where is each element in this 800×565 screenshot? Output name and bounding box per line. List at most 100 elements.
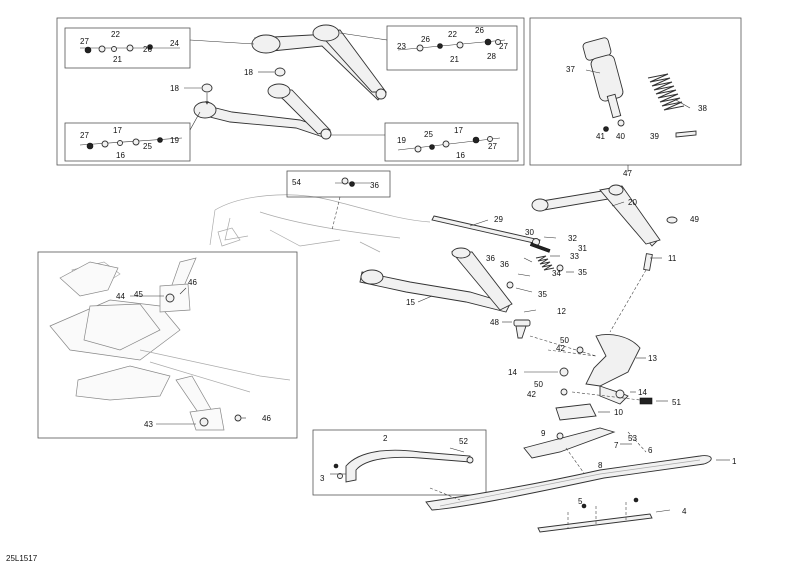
callout: 4 (682, 507, 687, 516)
callout: 10 (614, 408, 623, 417)
callout: 17 (454, 126, 463, 135)
callout: 40 (616, 132, 625, 141)
callout: 42 (556, 344, 565, 353)
callout: 21 (450, 55, 459, 64)
callout: 2 (383, 434, 388, 443)
callout: 45 (134, 290, 143, 299)
callout: 35 (538, 290, 547, 299)
callout: 43 (144, 420, 153, 429)
callout: 18 (170, 84, 179, 93)
callout: 51 (672, 398, 681, 407)
inset-upper-right (386, 25, 518, 71)
callout: 18 (244, 68, 253, 77)
spindle (524, 334, 668, 405)
lower-a-arm (193, 83, 332, 140)
callout: 28 (487, 52, 496, 61)
callout: 41 (596, 132, 605, 141)
inset-lower-left (64, 122, 191, 162)
callout: 16 (116, 151, 125, 160)
callout: 36 (500, 260, 509, 269)
ski (425, 455, 712, 511)
callout: 54 (292, 178, 301, 187)
ski-handle (523, 427, 616, 459)
callout: 50 (560, 336, 569, 345)
callout: 49 (690, 215, 699, 224)
callout: 8 (598, 461, 603, 470)
callout: 52 (459, 437, 468, 446)
callout: 20 (628, 198, 637, 207)
callout: 36 (486, 254, 495, 263)
callout: 7 (614, 441, 619, 450)
callout: 53 (628, 434, 637, 443)
ski-runner (537, 513, 653, 533)
callout: 3 (320, 474, 325, 483)
callout: 30 (525, 228, 534, 237)
inset-lower-right (384, 122, 519, 162)
callout: 14 (508, 368, 517, 377)
callout: 48 (490, 318, 499, 327)
callout: 6 (648, 446, 653, 455)
callout: 23 (397, 42, 406, 51)
callout-labels: 27 22 24 26 21 26 22 23 26 27 21 28 18 1… (6, 26, 737, 563)
callout: 24 (170, 39, 179, 48)
ball-joint-bolt (643, 253, 653, 271)
spindle-bushing (555, 403, 597, 421)
callout: 42 (527, 390, 536, 399)
callout: 29 (494, 215, 503, 224)
callout: 11 (668, 254, 677, 263)
callout: 25 (143, 142, 152, 151)
callout: 19 (397, 136, 406, 145)
callout: 35 (578, 268, 587, 277)
callout: 21 (113, 55, 122, 64)
callout: 22 (448, 30, 457, 39)
callout: 33 (570, 252, 579, 261)
ghost-chassis (209, 194, 431, 253)
callout: 17 (113, 126, 122, 135)
callout: 27 (80, 131, 89, 140)
shock-absorber (582, 37, 624, 119)
callout: 25 (424, 130, 433, 139)
callout: 26 (421, 35, 430, 44)
callout: 13 (648, 354, 657, 363)
callout: 32 (568, 234, 577, 243)
callout: 38 (698, 104, 707, 113)
sway-bar (431, 215, 541, 245)
callout: 5 (578, 497, 583, 506)
ski-leg (345, 449, 471, 483)
callout: 26 (143, 45, 152, 54)
callout: 15 (406, 298, 415, 307)
callout: 27 (499, 42, 508, 51)
callout: 1 (732, 457, 737, 466)
diagram-code: 25L1517 (6, 554, 38, 563)
callout: 9 (541, 429, 546, 438)
inset-hardware (79, 38, 506, 153)
callout: 44 (116, 292, 125, 301)
callout: 37 (566, 65, 575, 74)
sway-link (331, 177, 370, 231)
front-frame-box (37, 251, 298, 439)
callout: 46 (262, 414, 271, 423)
callout: 19 (170, 136, 179, 145)
callout: 50 (534, 380, 543, 389)
callout: 34 (552, 269, 561, 278)
callout: 16 (456, 151, 465, 160)
main-upper-a-arm (531, 184, 678, 247)
callout: 12 (557, 307, 566, 316)
inset-sway-link (286, 170, 391, 198)
callout: 36 (370, 181, 379, 190)
shock-box (529, 17, 742, 172)
callout: 31 (578, 244, 587, 253)
ski-assembly (425, 427, 730, 533)
stabilizer-hardware (502, 236, 574, 339)
callout: 22 (111, 30, 120, 39)
callout: 39 (650, 132, 659, 141)
callout: 14 (638, 388, 647, 397)
callout: 27 (80, 37, 89, 46)
shock-spring (647, 73, 685, 111)
callout: 47 (623, 169, 632, 178)
a-arm-group-box (56, 17, 525, 166)
main-lower-a-arm (359, 247, 513, 313)
callout: 26 (475, 26, 484, 35)
